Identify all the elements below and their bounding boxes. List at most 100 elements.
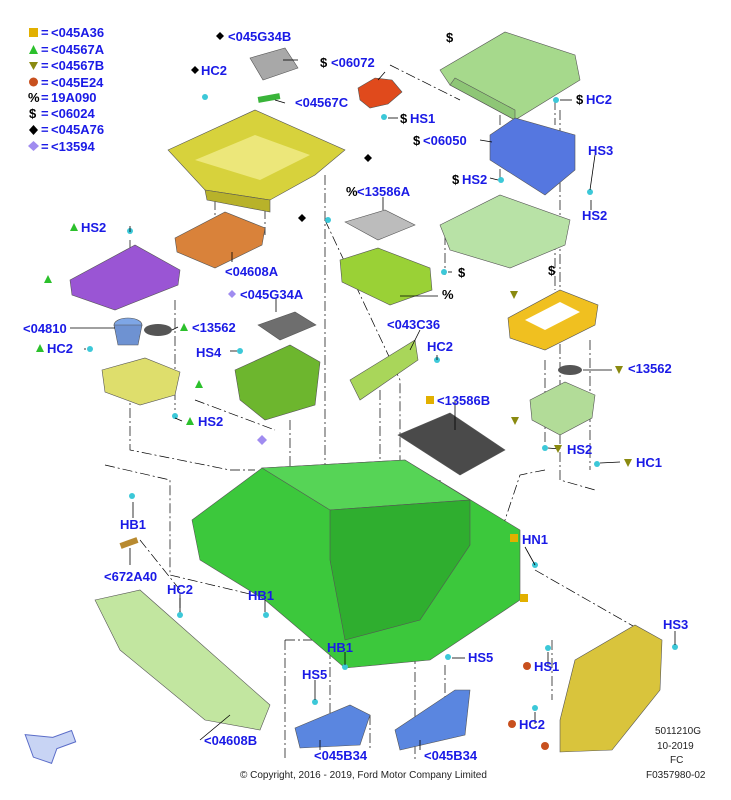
label-hs2-lower: HS2 xyxy=(198,414,223,429)
side-trim-04608b xyxy=(94,589,271,731)
label-hs2-left: HS2 xyxy=(81,220,106,235)
fastener-hs2-mid xyxy=(498,177,504,183)
cupholder-left xyxy=(101,357,181,406)
floor-mat-upper xyxy=(174,211,266,269)
legend-text-045E24: <045E24 xyxy=(51,75,104,90)
cupholder-ring-right xyxy=(507,289,599,351)
circle-marker-hc2 xyxy=(508,720,516,728)
legend-diamond-lilac-icon xyxy=(28,141,39,151)
legend-triangle-up-icon xyxy=(29,45,38,54)
mat-13586b xyxy=(397,412,506,476)
legend-equals: = xyxy=(41,139,49,154)
triangle-marker-cupholder xyxy=(195,380,203,388)
fastener-hs1-bottom xyxy=(545,645,551,651)
legend-text-04567A: <04567A xyxy=(51,42,105,57)
fastener-hc2-br xyxy=(532,705,538,711)
mat-045g34a xyxy=(257,311,317,341)
dollar-prefix: $ xyxy=(452,172,460,187)
label-hs1-top: HS1 xyxy=(410,111,435,126)
label-hs3-bottom: HS3 xyxy=(663,617,688,632)
cupholder-right xyxy=(529,381,596,436)
triangle-down-marker-hs2 xyxy=(554,445,562,453)
fastener-hs1-top xyxy=(381,114,387,120)
diamond-marker-lilac xyxy=(257,435,267,445)
percent-marker: % xyxy=(442,287,454,302)
side-bracket-043c36 xyxy=(349,339,419,401)
legend-text-13594: <13594 xyxy=(51,139,96,154)
triangle-down-marker-cup xyxy=(511,417,519,425)
direction-arrow-icon xyxy=(24,729,77,764)
triangle-marker-hc2-left xyxy=(36,344,44,352)
legend-equals: = xyxy=(41,106,49,121)
cupholder-bracket xyxy=(69,244,181,311)
triangle-marker-bracket xyxy=(44,275,52,283)
fastener-dollar-left xyxy=(441,269,447,275)
dollar-marker-top: $ xyxy=(446,30,454,45)
legend-equals: = xyxy=(41,75,49,90)
label-043c36: <043C36 xyxy=(387,317,440,332)
legend-diamond-black-icon xyxy=(29,125,38,135)
dollar-prefix: $ xyxy=(576,92,584,107)
label-06072: <06072 xyxy=(331,55,375,70)
label-04567c: <04567C xyxy=(295,95,349,110)
label-13586b: <13586B xyxy=(437,393,490,408)
label-04608b: <04608B xyxy=(204,733,257,748)
label-04810: <04810 xyxy=(23,321,67,336)
label-hs5-right: HS5 xyxy=(468,650,493,665)
label-hc2-br: HC2 xyxy=(519,717,545,732)
legend-text-19A090: 19A090 xyxy=(51,90,97,105)
armrest-lid-cover xyxy=(439,31,581,121)
label-hb1-left: HB1 xyxy=(120,517,146,532)
percent-prefix: % xyxy=(346,184,358,199)
triangle-marker-hs2-left xyxy=(70,223,78,231)
fastener-hs3-top xyxy=(587,189,593,195)
mat-13562-left xyxy=(144,324,172,336)
label-hb1-mid: HB1 xyxy=(248,588,274,603)
fastener-hs2-lower xyxy=(172,413,178,419)
leader-lines xyxy=(70,59,676,750)
label-hs2-mid: HS2 xyxy=(462,172,487,187)
upper-frame xyxy=(167,109,346,213)
label-hs3-top: HS3 xyxy=(588,143,613,158)
bracket-045b34-right xyxy=(394,689,471,751)
label-672a40: <672A40 xyxy=(104,569,157,584)
legend-text-045A36: <045A36 xyxy=(51,25,104,40)
square-marker-hn1 xyxy=(510,534,518,542)
fastener-hs3-bottom xyxy=(672,644,678,650)
fastener-045a76 xyxy=(325,217,331,223)
bracket-045b34-left xyxy=(294,704,371,749)
square-marker-body xyxy=(520,594,528,602)
label-045g34a: <045G34A xyxy=(240,287,304,302)
lid-tray xyxy=(439,194,571,269)
legend-equals: = xyxy=(41,58,49,73)
fasteners xyxy=(87,94,678,711)
fastener-hc2-top xyxy=(202,94,208,100)
circle-marker-panel xyxy=(541,742,549,750)
fastener-hs5-right xyxy=(445,654,451,660)
label-045b34-left: <045B34 xyxy=(314,748,368,763)
legend-equals: = xyxy=(41,25,49,40)
dollar-prefix: $ xyxy=(413,133,421,148)
dollar-prefix: $ xyxy=(320,55,328,70)
fastener-hc1 xyxy=(594,461,600,467)
dollar-marker-lower: $ xyxy=(548,263,556,278)
label-045b34-right: <045B34 xyxy=(424,748,478,763)
label-hs2-rlower: HS2 xyxy=(567,442,592,457)
legend-dollar-symbol: $ xyxy=(29,106,37,121)
fastener-hc2-left xyxy=(87,346,93,352)
copyright-text: © Copyright, 2016 - 2019, Ford Motor Com… xyxy=(240,770,487,781)
legend-equals: = xyxy=(41,90,49,105)
callout-labels: <045G34B $ <06072 HC2 <04567C $ HS1 $ HC… xyxy=(23,29,688,763)
label-hc2-right: HC2 xyxy=(586,92,612,107)
circle-marker-hs1 xyxy=(523,662,531,670)
dollar-marker-right: $ xyxy=(458,265,466,280)
fastener-hb1-left xyxy=(129,493,135,499)
legend-text-04567B: <04567B xyxy=(51,58,104,73)
label-hc2-top: HC2 xyxy=(201,63,227,78)
marker-symbols: $ $ $ % xyxy=(36,30,632,750)
fastener-hs4 xyxy=(237,348,243,354)
label-hc1: HC1 xyxy=(636,455,662,470)
label-hc2-mid: HC2 xyxy=(427,339,453,354)
legend-equals: = xyxy=(41,122,49,137)
label-hn1: HN1 xyxy=(522,532,548,547)
